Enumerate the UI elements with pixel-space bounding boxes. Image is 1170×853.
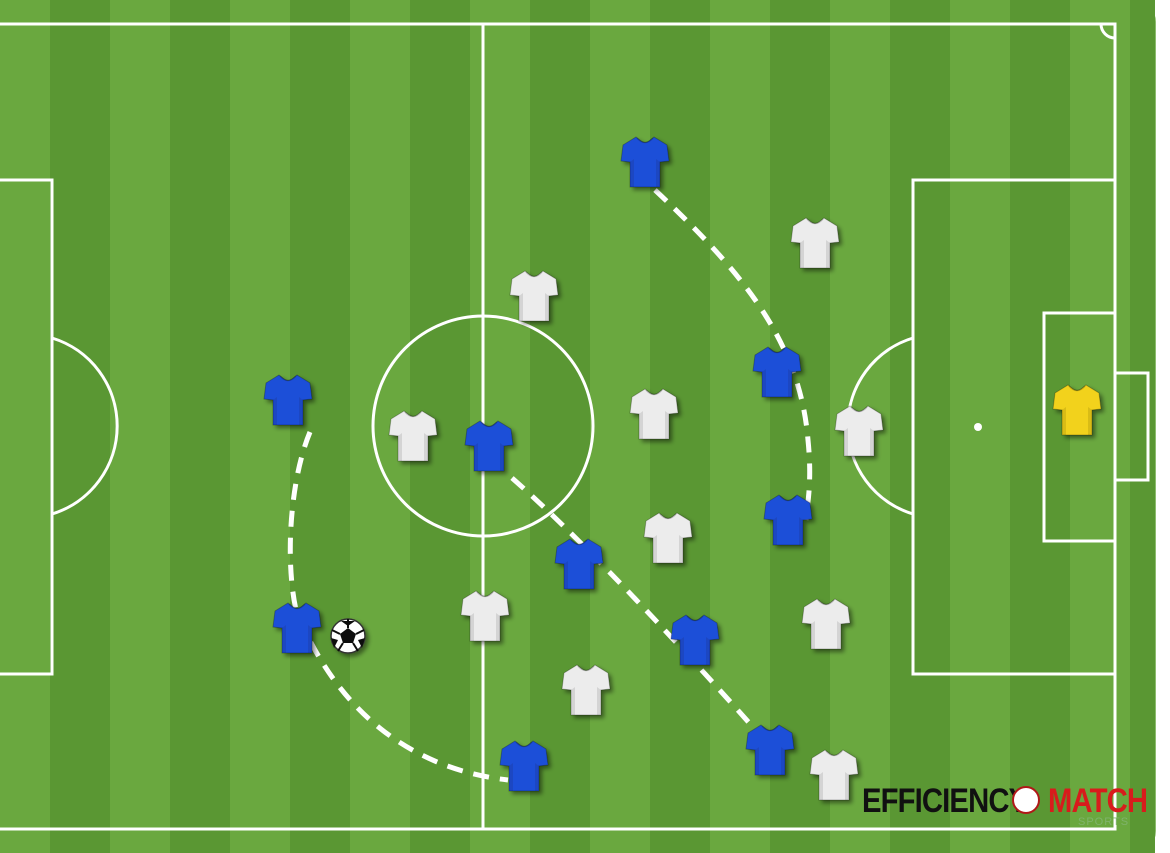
blue-shirt-icon bbox=[464, 420, 514, 472]
grass-stripe bbox=[1130, 0, 1155, 853]
penalty-spot bbox=[974, 423, 982, 431]
right-goal bbox=[1113, 371, 1150, 482]
white-shirt-icon bbox=[801, 598, 851, 650]
grass-stripe bbox=[770, 0, 830, 853]
run-line-diagonal bbox=[510, 476, 762, 737]
grass-stripe bbox=[50, 0, 110, 853]
brand-word-left: EFFICIENCY bbox=[862, 782, 1028, 820]
white-shirt-icon bbox=[561, 664, 611, 716]
white-shirt-icon bbox=[643, 512, 693, 564]
football-icon bbox=[330, 618, 366, 654]
white-shirt-icon bbox=[790, 217, 840, 269]
blue-shirt-icon bbox=[763, 494, 813, 546]
blue-shirt-icon bbox=[670, 614, 720, 666]
grass-stripe bbox=[230, 0, 290, 853]
white-shirt-icon bbox=[388, 410, 438, 462]
blue-shirt-icon bbox=[499, 740, 549, 792]
blue-shirt-icon bbox=[272, 602, 322, 654]
white-shirt-icon bbox=[460, 590, 510, 642]
white-shirt-icon bbox=[834, 405, 884, 457]
run-line-top bbox=[653, 188, 813, 521]
left-penalty-area bbox=[0, 178, 54, 676]
grass-stripe bbox=[0, 0, 50, 853]
grass-stripe bbox=[290, 0, 350, 853]
white-shirt-icon bbox=[809, 749, 859, 801]
grass-stripe bbox=[170, 0, 230, 853]
football-logo-icon bbox=[1012, 786, 1040, 814]
corner-arc bbox=[1099, 23, 1116, 40]
grass-stripe bbox=[1010, 0, 1070, 853]
brand-subtitle: SPORTS bbox=[1078, 816, 1130, 828]
grass-stripe bbox=[890, 0, 950, 853]
white-shirt-icon bbox=[629, 388, 679, 440]
blue-shirt-icon bbox=[745, 724, 795, 776]
blue-shirt-icon bbox=[554, 538, 604, 590]
white-shirt-icon bbox=[509, 270, 559, 322]
yellow-shirt-icon bbox=[1052, 384, 1102, 436]
blue-shirt-icon bbox=[263, 374, 313, 426]
players bbox=[263, 136, 1102, 801]
grass-stripe bbox=[110, 0, 170, 853]
blue-shirt-icon bbox=[620, 136, 670, 188]
left-penalty-arc bbox=[51, 336, 119, 516]
brand-word-right: MATCH bbox=[1048, 782, 1148, 820]
blue-shirt-icon bbox=[752, 346, 802, 398]
grass-stripe bbox=[530, 0, 590, 853]
center-circle bbox=[371, 314, 595, 538]
brand-logo: EFFICIENCY MATCH SPORTS bbox=[862, 780, 1152, 840]
